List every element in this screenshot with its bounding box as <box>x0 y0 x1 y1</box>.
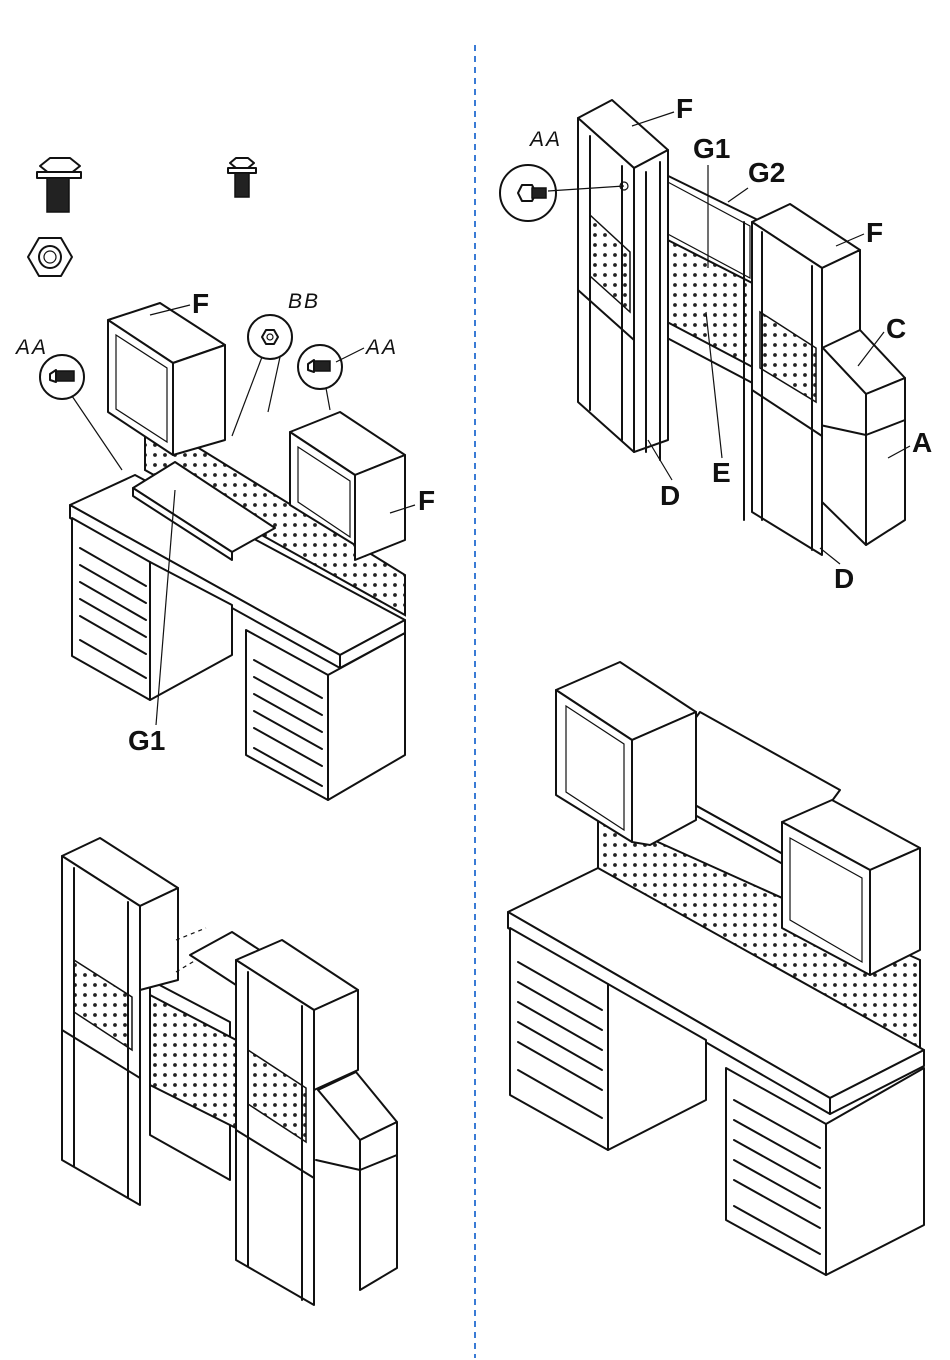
label-g2: G2 <box>748 157 785 188</box>
step-tall-cabinets-assembly <box>62 838 397 1305</box>
label-e: E <box>712 457 731 488</box>
detail-bubble-aa-right <box>298 345 342 410</box>
label-d-left: D <box>660 480 680 511</box>
label-a: A <box>912 427 932 458</box>
label-f-right: F <box>418 485 435 516</box>
label-f-left: F <box>676 93 693 124</box>
step-workbench-wall-cabinets: F BB AA AA F G1 <box>14 288 435 800</box>
label-f-right: F <box>866 217 883 248</box>
label-aa-right: AA <box>364 336 398 359</box>
step-tall-cabinets-shelves: AA F G1 G2 F C A E D D <box>500 93 932 594</box>
small-flange-bolt-icon <box>228 158 256 197</box>
label-f-upper-left: F <box>192 288 209 319</box>
detail-bubble-bb <box>232 315 292 436</box>
large-flange-bolt-icon <box>37 158 81 212</box>
label-g1: G1 <box>693 133 730 164</box>
label-aa-left: AA <box>14 336 48 359</box>
label-d-right: D <box>834 563 854 594</box>
hardware-legend <box>28 158 256 276</box>
label-aa: AA <box>528 128 562 151</box>
label-bb: BB <box>288 290 320 313</box>
hex-nut-icon <box>28 238 72 276</box>
label-c: C <box>886 313 906 344</box>
step-completed-workbench <box>508 662 924 1275</box>
label-g1: G1 <box>128 725 165 756</box>
